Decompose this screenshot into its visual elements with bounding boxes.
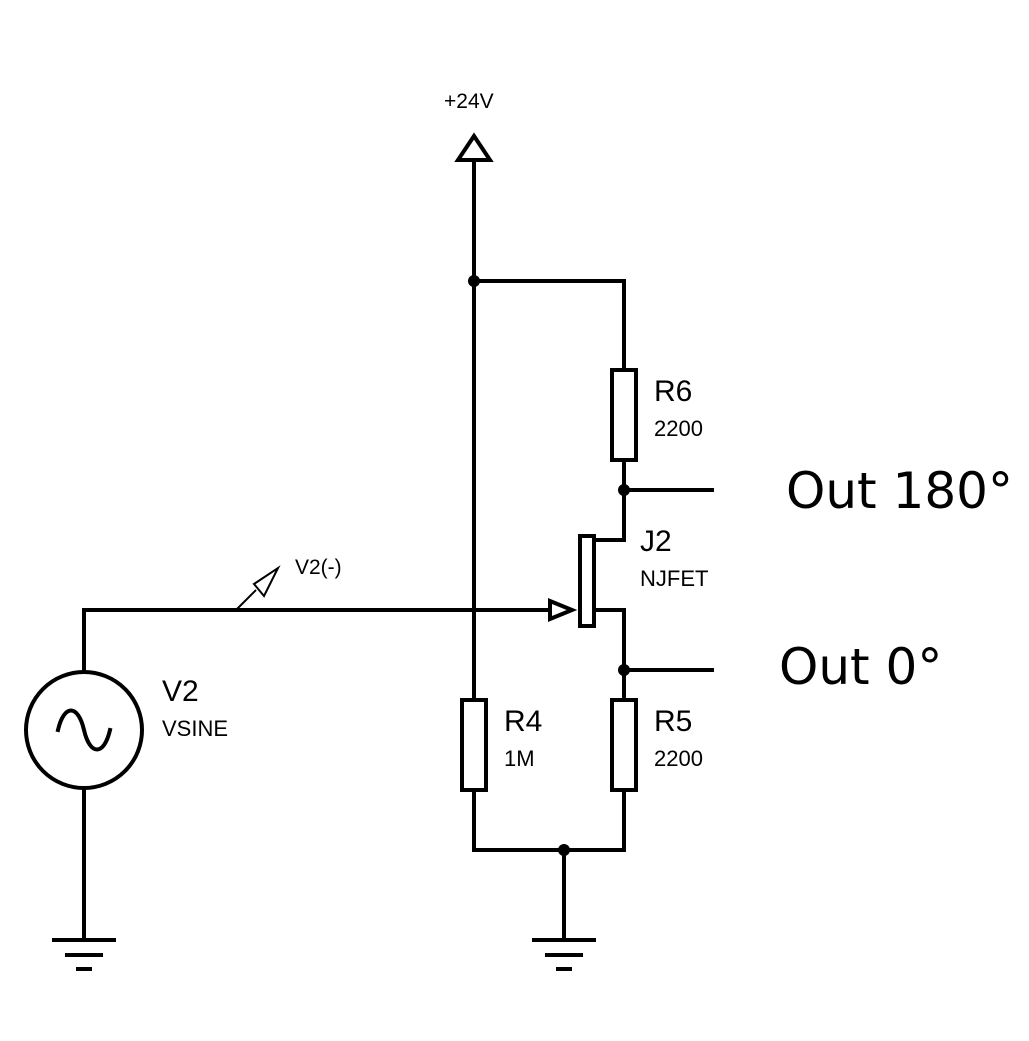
r6-value: 2200 — [654, 416, 703, 441]
resistor-r4 — [460, 698, 488, 792]
supply-label: +24V — [444, 90, 494, 113]
jfet-j2 — [578, 534, 596, 628]
resistor-r6 — [610, 368, 638, 462]
r4-ref: R4 — [504, 705, 542, 738]
v2-value: VSINE — [162, 716, 228, 741]
out180-label: Out 180° — [786, 462, 1013, 520]
wire-top — [472, 279, 626, 372]
j2-ref: J2 — [640, 525, 672, 558]
resistor-r5 — [610, 698, 638, 792]
voltage-probe — [235, 565, 281, 611]
supply-symbol — [454, 132, 494, 612]
ground-icon — [52, 938, 116, 971]
v2-ref: V2 — [162, 675, 199, 708]
r5-ref: R5 — [654, 705, 692, 738]
sine-wave-icon — [55, 708, 113, 752]
wire-gate — [82, 608, 552, 674]
gate-arrow — [548, 598, 578, 622]
probe-label: V2(-) — [295, 556, 342, 579]
r5-value: 2200 — [654, 746, 703, 771]
junction-out0 — [618, 664, 630, 676]
r4-value: 1M — [504, 746, 535, 771]
junction-out180 — [618, 484, 630, 496]
j2-value: NJFET — [640, 566, 708, 591]
ground-icon — [532, 938, 596, 971]
junction-top — [468, 275, 480, 287]
out0-label: Out 0° — [779, 638, 942, 696]
r6-ref: R6 — [654, 375, 692, 408]
